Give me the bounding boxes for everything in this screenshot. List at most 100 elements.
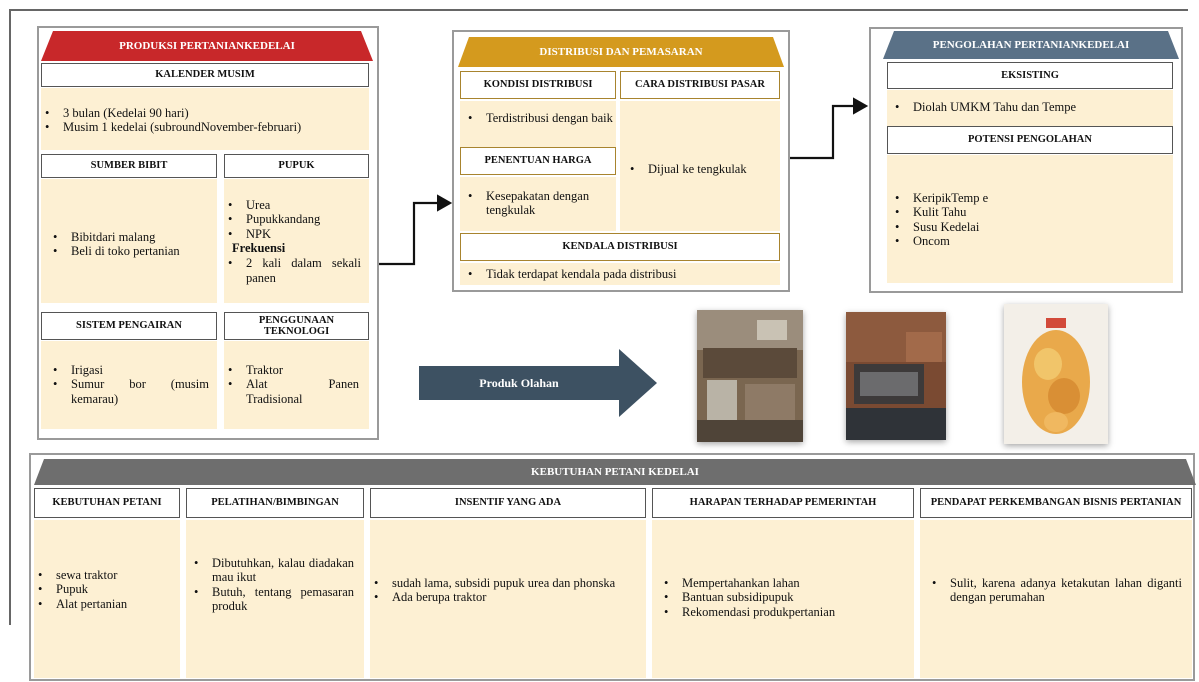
market-channel-list: Dijual ke tengkulak xyxy=(620,162,780,177)
list-item: Rekomendasi produkpertanian xyxy=(660,605,914,620)
potential-header: POTENSI PENGOLAHAN xyxy=(887,126,1173,154)
list-item: Kesepakatan dengan tengkulak xyxy=(464,189,616,218)
list-item: Susu Kedelai xyxy=(891,220,1173,235)
needs-title-shape xyxy=(34,459,1196,485)
price-setting-panel: Kesepakatan dengan tengkulak xyxy=(460,177,616,231)
price-setting-list: Kesepakatan dengan tengkulak xyxy=(460,189,616,218)
distribution-obstacle-panel: Tidak terdapat kendala pada distribusi xyxy=(460,263,780,285)
list-item: Alat Panen Tradisional xyxy=(224,377,359,406)
government-hope-panel: Mempertahankan lahan Bantuan subsidipupu… xyxy=(652,520,914,678)
list-item: KeripikTemp e xyxy=(891,191,1173,206)
existing-panel: Diolah UMKM Tahu dan Tempe xyxy=(887,90,1173,126)
distribution-condition-header: KONDISI DISTRIBUSI xyxy=(460,71,616,99)
calendar-panel: 3 bulan (Kedelai 90 hari) Musim 1 kedela… xyxy=(41,88,369,150)
production-title-shape xyxy=(41,31,373,61)
list-item: Sulit, karena adanya ketakutan lahan dig… xyxy=(928,576,1182,605)
list-item: Ada berupa traktor xyxy=(370,590,638,605)
list-item: Alat pertanian xyxy=(34,597,180,612)
technology-header: PENGGUNAAN TEKNOLOGI xyxy=(224,312,369,340)
processing-title-shape xyxy=(883,31,1179,59)
training-panel: Dibutuhkan, kalau diadakan mau ikut Butu… xyxy=(186,520,364,678)
list-item: 2 kali dalam sekali panen xyxy=(224,256,361,285)
distribution-obstacle-list: Tidak terdapat kendala pada distribusi xyxy=(460,267,780,282)
processed-product-arrow xyxy=(419,349,657,417)
list-item: Butuh, tentang pemasaran produk xyxy=(190,585,354,614)
calendar-header: KALENDER MUSIM xyxy=(41,63,369,87)
distribution-to-processing-connector xyxy=(790,97,869,160)
seed-header: SUMBER BIBIT xyxy=(41,154,217,178)
price-setting-header: PENENTUAN HARGA xyxy=(460,147,616,175)
list-item: Kulit Tahu xyxy=(891,205,1173,220)
processed-product-label: Produk Olahan xyxy=(479,375,559,390)
potential-list: KeripikTemp e Kulit Tahu Susu Kedelai On… xyxy=(887,191,1173,249)
existing-list: Diolah UMKM Tahu dan Tempe xyxy=(887,100,1173,115)
incentive-list: sudah lama, subsidi pupuk urea dan phons… xyxy=(370,576,638,605)
list-item: Tidak terdapat kendala pada distribusi xyxy=(464,267,780,282)
distribution-obstacle-header: KENDALA DISTRIBUSI xyxy=(460,233,780,261)
seed-panel: Bibitdari malang Beli di toko pertanian xyxy=(41,179,217,303)
list-item: Dijual ke tengkulak xyxy=(626,162,780,177)
list-item: Terdistribusi dengan baik xyxy=(464,111,616,126)
list-item: Sumur bor (musim kemarau) xyxy=(49,377,209,406)
government-hope-list: Mempertahankan lahan Bantuan subsidipupu… xyxy=(652,576,914,620)
needs-title-bar xyxy=(34,459,1196,485)
distribution-title: DISTRIBUSI DAN PEMASARAN xyxy=(539,46,703,58)
distribution-condition-list: Terdistribusi dengan baik xyxy=(460,111,616,126)
farmer-needs-panel: sewa traktor Pupuk Alat pertanian xyxy=(34,520,180,678)
training-list: Dibutuhkan, kalau diadakan mau ikut Butu… xyxy=(186,556,354,614)
list-item: Musim 1 kedelai (subroundNovember-februa… xyxy=(41,120,369,135)
production-to-distribution-connector xyxy=(372,194,453,266)
list-item: NPK xyxy=(224,227,361,242)
production-title-bar xyxy=(41,31,373,61)
potential-panel: KeripikTemp e Kulit Tahu Susu Kedelai On… xyxy=(887,155,1173,283)
list-item: sudah lama, subsidi pupuk urea dan phons… xyxy=(370,576,638,591)
keripik-tempe-photo xyxy=(1004,304,1108,444)
processing-title: PENGOLAHAN PERTANIANKEDELAI xyxy=(932,39,1130,51)
tempe-production-photo xyxy=(846,312,946,440)
business-opinion-panel: Sulit, karena adanya ketakutan lahan dig… xyxy=(920,520,1192,678)
needs-title: KEBUTUHAN PETANI KEDELAI xyxy=(531,466,699,478)
list-item: Urea xyxy=(224,198,361,213)
list-item: Irigasi xyxy=(49,363,209,378)
frequency-label: Frekuensi xyxy=(232,241,286,256)
incentive-header: INSENTIF YANG ADA xyxy=(370,488,646,518)
fertilizer-header: PUPUK xyxy=(224,154,369,178)
irrigation-panel: Irigasi Sumur bor (musim kemarau) xyxy=(41,341,217,429)
farmer-needs-list: sewa traktor Pupuk Alat pertanian xyxy=(34,568,180,612)
business-opinion-header: PENDAPAT PERKEMBANGAN BISNIS PERTANIAN xyxy=(920,488,1192,518)
processed-product-arrow-shape xyxy=(419,349,657,417)
farmer-needs-header: KEBUTUHAN PETANI xyxy=(34,488,180,518)
processing-title-bar xyxy=(883,31,1179,59)
frequency-list: 2 kali dalam sekali panen xyxy=(224,256,361,285)
list-item: Bantuan subsidipupuk xyxy=(660,590,914,605)
calendar-list: 3 bulan (Kedelai 90 hari) Musim 1 kedela… xyxy=(41,106,369,135)
distribution-condition-panel: Terdistribusi dengan baik xyxy=(460,101,616,147)
list-item: Mempertahankan lahan xyxy=(660,576,914,591)
training-header: PELATIHAN/BIMBINGAN xyxy=(186,488,364,518)
list-item: Beli di toko pertanian xyxy=(49,244,217,259)
list-item: sewa traktor xyxy=(34,568,180,583)
technology-list: Traktor Alat Panen Tradisional xyxy=(224,363,359,406)
seed-list: Bibitdari malang Beli di toko pertanian xyxy=(41,230,217,259)
outer-frame-line xyxy=(9,9,1188,625)
distribution-title-shape xyxy=(458,37,784,67)
fertilizer-list: Urea Pupukkandang NPK xyxy=(224,198,361,242)
list-item: Diolah UMKM Tahu dan Tempe xyxy=(891,100,1173,115)
market-channel-panel: Dijual ke tengkulak xyxy=(620,101,780,231)
list-item: Dibutuhkan, kalau diadakan mau ikut xyxy=(190,556,354,585)
list-item: Pupuk xyxy=(34,582,180,597)
market-channel-header: CARA DISTRIBUSI PASAR xyxy=(620,71,780,99)
fertilizer-panel: Urea Pupukkandang NPK Frekuensi 2 kali d… xyxy=(224,179,369,303)
list-item: Traktor xyxy=(224,363,359,378)
distribution-title-bar xyxy=(458,37,784,67)
existing-header: EKSISTING xyxy=(887,62,1173,89)
list-item: Pupukkandang xyxy=(224,212,361,227)
irrigation-list: Irigasi Sumur bor (musim kemarau) xyxy=(41,363,209,406)
list-item: Oncom xyxy=(891,234,1173,249)
irrigation-header: SISTEM PENGAIRAN xyxy=(41,312,217,340)
list-item: 3 bulan (Kedelai 90 hari) xyxy=(41,106,369,121)
list-item: Bibitdari malang xyxy=(49,230,217,245)
tofu-factory-photo xyxy=(697,310,803,442)
government-hope-header: HARAPAN TERHADAP PEMERINTAH xyxy=(652,488,914,518)
